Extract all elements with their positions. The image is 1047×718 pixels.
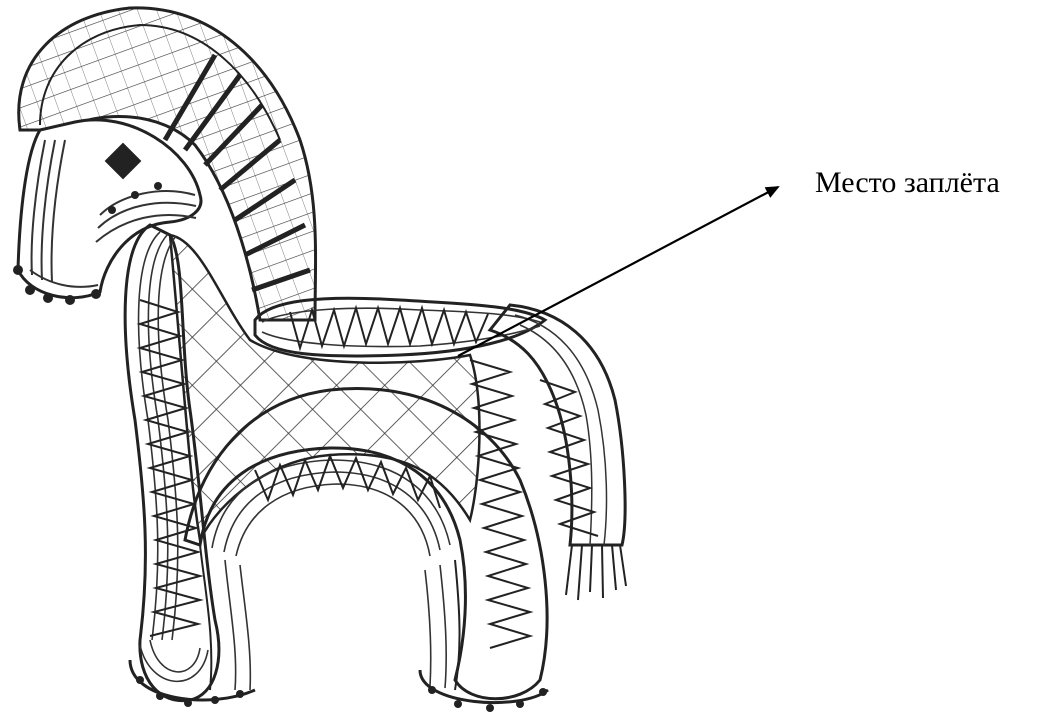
- horse-body: [125, 225, 548, 712]
- horse-tail: [490, 305, 626, 600]
- callout-label: Место заплёта: [815, 168, 1000, 198]
- callout-arrow: [458, 187, 778, 356]
- hoof-dots: [136, 676, 547, 712]
